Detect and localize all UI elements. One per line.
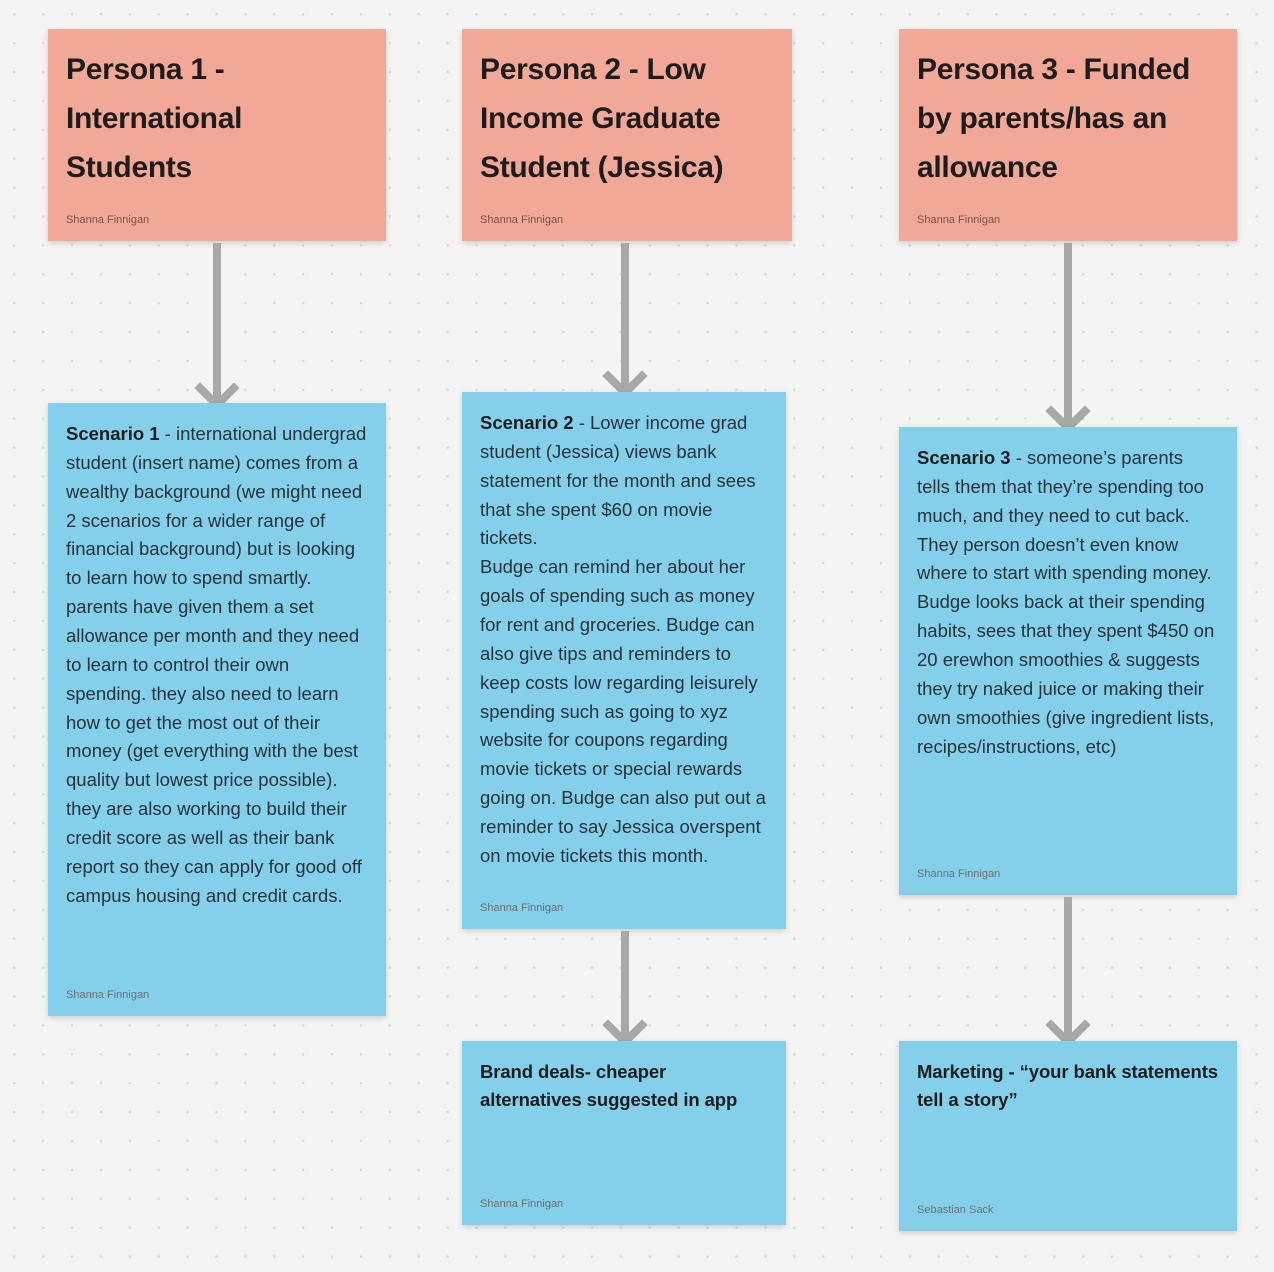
- persona-card-1-author: Shanna Finnigan: [66, 213, 150, 226]
- outcome-card-marketing[interactable]: Marketing - “your bank statements tell a…: [899, 1041, 1237, 1231]
- card-spacer: [917, 1114, 1219, 1202]
- arrow-shaft: [621, 243, 629, 391]
- outcome-card-brand-deals[interactable]: Brand deals- cheaper alternatives sugges…: [462, 1041, 786, 1225]
- card-spacer: [480, 871, 768, 901]
- arrow-shaft: [213, 243, 221, 403]
- scenario-card-3-text: Scenario 3 - someone’s parents tells the…: [917, 444, 1219, 761]
- scenario-card-2[interactable]: Scenario 2 - Lower income grad student (…: [462, 392, 786, 929]
- scenario-card-3-label: Scenario 3: [917, 447, 1011, 468]
- outcome-card-brand-deals-author: Shanna Finnigan: [480, 1197, 564, 1210]
- persona-card-1-title: Persona 1 - International Students: [66, 53, 243, 184]
- arrow-shaft: [621, 931, 629, 1040]
- outcome-card-marketing-author: Sebastian Sack: [917, 1203, 994, 1216]
- persona-card-2-author: Shanna Finnigan: [480, 213, 564, 226]
- outcome-card-marketing-title: Marketing - “your bank statements tell a…: [917, 1061, 1218, 1111]
- persona-card-3-title: Persona 3 - Funded by parents/has an all…: [917, 53, 1190, 184]
- scenario-card-3[interactable]: Scenario 3 - someone’s parents tells the…: [899, 427, 1237, 895]
- card-spacer: [66, 193, 368, 213]
- scenario-card-1-text: Scenario 1 - international undergrad stu…: [66, 420, 368, 911]
- arrow-shaft: [1064, 243, 1072, 426]
- scenario-card-2-author: Shanna Finnigan: [480, 901, 564, 914]
- scenario-card-1-author: Shanna Finnigan: [66, 988, 150, 1001]
- scenario-card-2-body: - Lower income grad student (Jessica) vi…: [480, 412, 766, 866]
- persona-card-1[interactable]: Persona 1 - International Students Shann…: [48, 29, 386, 241]
- card-spacer: [917, 193, 1219, 213]
- scenario-card-1[interactable]: Scenario 1 - international undergrad stu…: [48, 403, 386, 1016]
- arrow-scenario-3-to-marketing: [1038, 897, 1098, 1048]
- persona-card-2[interactable]: Persona 2 - Low Income Graduate Student …: [462, 29, 792, 241]
- arrow-persona-1-to-scenario-1: [187, 243, 247, 411]
- card-spacer: [917, 761, 1219, 866]
- card-spacer: [66, 911, 368, 988]
- scenario-card-3-body: - someone’s parents tells them that they…: [917, 447, 1215, 757]
- scenario-card-2-label: Scenario 2: [480, 412, 574, 433]
- scenario-card-2-text: Scenario 2 - Lower income grad student (…: [480, 409, 768, 871]
- arrow-scenario-2-to-brand-deals: [595, 931, 655, 1048]
- outcome-card-brand-deals-title: Brand deals- cheaper alternatives sugges…: [480, 1061, 738, 1111]
- persona-card-3-author: Shanna Finnigan: [917, 213, 1001, 226]
- card-spacer: [480, 193, 774, 213]
- scenario-card-1-label: Scenario 1: [66, 423, 160, 444]
- arrow-persona-2-to-scenario-2: [595, 243, 655, 399]
- card-spacer: [480, 1114, 768, 1196]
- scenario-card-3-author: Shanna Finnigan: [917, 867, 1001, 880]
- persona-card-3[interactable]: Persona 3 - Funded by parents/has an all…: [899, 29, 1237, 241]
- scenario-card-1-body: - international undergrad student (inser…: [66, 423, 367, 906]
- arrow-shaft: [1064, 897, 1072, 1040]
- persona-card-2-title: Persona 2 - Low Income Graduate Student …: [480, 53, 724, 184]
- arrow-persona-3-to-scenario-3: [1038, 243, 1098, 434]
